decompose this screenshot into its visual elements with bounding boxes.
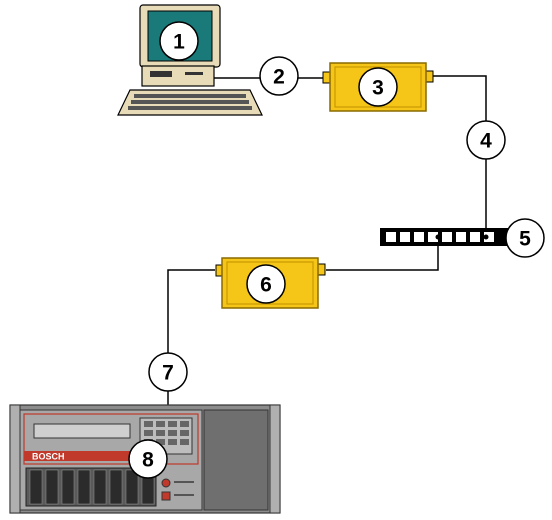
hub-port-link-b — [483, 234, 489, 240]
callout-7-circle — [148, 352, 188, 392]
callout-2: 2 — [259, 56, 299, 96]
callout-5-circle — [505, 218, 545, 258]
control-panel: BOSCH 8 — [9, 404, 281, 514]
callout-1-label: 1 — [173, 31, 185, 54]
network-hub: 5 — [380, 218, 545, 258]
panel-brand-label: BOSCH — [32, 452, 65, 462]
callout-8-label: 8 — [142, 449, 154, 472]
hub-ports — [386, 232, 494, 242]
panel-side-cover — [203, 409, 269, 511]
drive-slot — [185, 72, 203, 75]
wire-module-3-to-hub — [432, 75, 487, 230]
callout-8-circle — [128, 439, 168, 479]
callout-4: 4 — [466, 120, 506, 160]
panel-rack-ear-left — [9, 404, 21, 514]
callout-4-circle — [466, 120, 506, 160]
callout-1-circle — [159, 21, 199, 61]
callout-2-circle — [259, 56, 299, 96]
callout-7-label: 7 — [162, 362, 174, 385]
keyboard-keys — [128, 94, 252, 110]
callout-5-label: 5 — [519, 228, 531, 251]
floppy-drive — [150, 71, 172, 77]
hub-port-link-a — [435, 234, 441, 240]
callout-3-circle — [358, 67, 398, 107]
panel-brand-strip — [24, 451, 134, 461]
module-3-port-right — [425, 70, 434, 83]
callout-4-label: 4 — [480, 130, 492, 153]
module-6-port-right — [317, 263, 326, 276]
module-6-bevel — [226, 261, 314, 305]
panel-rack-ear-right — [269, 404, 281, 514]
callout-2-label: 2 — [273, 66, 285, 89]
converter-module-3: 3 — [322, 62, 434, 112]
callout-3-label: 3 — [372, 77, 384, 100]
panel-small-labels — [174, 481, 194, 496]
module-3-bevel — [334, 66, 422, 108]
callout-7: 7 — [148, 352, 188, 392]
panel-indicator-switch — [161, 491, 171, 501]
callout-6-label: 6 — [260, 274, 272, 297]
panel-display — [33, 423, 131, 439]
terminal-blocks — [29, 469, 155, 505]
converter-module-6: 6 — [215, 257, 326, 309]
computer-workstation: 1 — [117, 4, 263, 116]
callout-6-circle — [246, 264, 286, 304]
panel-red-frame — [23, 413, 199, 465]
wire-hub-to-module-6 — [326, 246, 439, 271]
module-3-port-left — [322, 71, 331, 84]
panel-indicator-red — [161, 478, 171, 488]
